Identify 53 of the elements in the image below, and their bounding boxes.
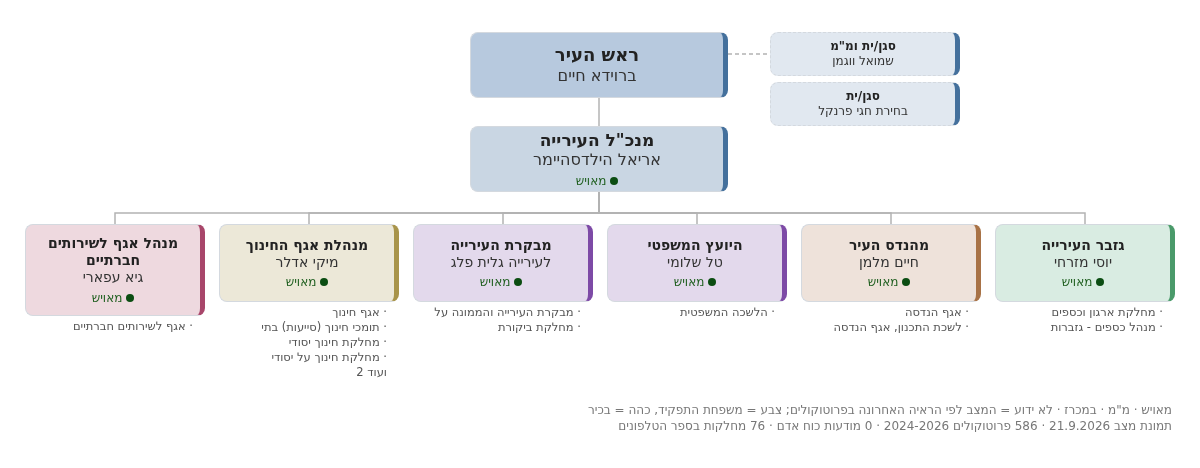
status-label: מאויש (479, 275, 511, 290)
role-title: מנכ"ל העירייה (539, 129, 655, 151)
role-title: סגן/ית (846, 89, 880, 104)
org-box (770, 82, 960, 126)
status-label: מאויש (91, 290, 123, 305)
role-title: מבקרת העירייה (450, 236, 552, 254)
status-label: מאויש (285, 275, 317, 290)
org-box (219, 224, 399, 302)
org-box (413, 224, 593, 302)
department-list-item: · הלשכה המשפטית (680, 305, 775, 320)
footnote: מאויש · מ"מ · במכרז · לא ידוע = המצב לפי הראיה האחרונה בפרוטוקולים; צבע = משפחת התפקיד, כהה = בכיר (588, 403, 1172, 417)
role-title: גזבר העירייה (1041, 236, 1125, 254)
person-name: יוסי מזרחי (1053, 253, 1113, 272)
department-list-item: · תומכי חינוך (סייעות) בתי (261, 320, 387, 335)
org-box (470, 32, 728, 98)
status-label: מאויש (867, 275, 899, 290)
department-list-item: ועוד 2 (355, 365, 387, 380)
role-title: סגן/ית ומ"מ (830, 39, 896, 54)
connector-line (598, 97, 600, 127)
department-list-item: · אגף חינוך (331, 305, 387, 320)
org-box (801, 224, 981, 302)
org-box (770, 32, 960, 76)
department-list-item: · מבקרת העירייה והממונה על (434, 305, 581, 320)
person-name: שמואל ווגמן (832, 53, 894, 69)
status-label: מאויש (575, 174, 607, 189)
department-list-item: · מחלקת חינוך יסודי (287, 335, 387, 350)
department-list-item: · מנהל כספים - גזברות (1050, 320, 1163, 335)
person-name: אריאל הילדסהיימר (533, 150, 661, 171)
role-title: ראש העיר (554, 44, 640, 66)
person-name: חיים מלמן (859, 253, 919, 272)
department-list-item: · מחלקת ארגון וכספים (1050, 305, 1163, 320)
org-box (470, 126, 728, 192)
person-name: גיא עפארי (82, 269, 144, 287)
status-label: מאויש (1061, 275, 1093, 290)
department-list-item: · אגף הנדסה (903, 305, 969, 320)
department-list-item: · מחלקת ביקורת (496, 320, 581, 335)
person-name: ברוידא חיים (557, 65, 637, 86)
person-name: בחירת חגי פרנקל (818, 103, 908, 119)
role-title: היועץ המשפטי (647, 236, 743, 254)
person-name: טל שלומי (667, 253, 723, 272)
org-box (995, 224, 1175, 302)
role-title: מנהל אגף לשירותים חברתיים (46, 235, 180, 270)
footnote: תמונת מצב 21.9.2026 · 586 פרוטוקולים 2024-2026 · 0 מודעות כוח אדם · 76 מחלקות בספר הטלפונים (618, 419, 1172, 433)
person-name: לעירייה גלית פלג (450, 253, 552, 272)
role-title: מנהלת אגף החינוך (245, 236, 369, 254)
department-list-item: · לשכת התכנון, אגף הנדסה (833, 320, 969, 335)
status-label: מאויש (673, 275, 705, 290)
department-list-item: · מחלקת חינוך על יסודי (270, 350, 387, 365)
org-box (25, 224, 205, 316)
person-name: מיקי אדלר (275, 253, 339, 272)
role-title: מהנדס העיר (848, 236, 930, 254)
department-list-item: · אגף לשירותים חברתיים (72, 319, 193, 334)
org-box (607, 224, 787, 302)
